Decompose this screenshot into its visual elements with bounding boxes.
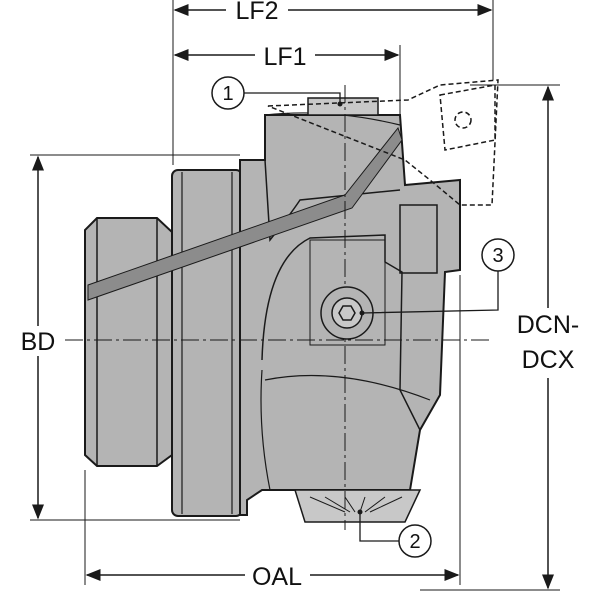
svg-text:3: 3 xyxy=(492,245,503,267)
dcx-label: DCX xyxy=(522,346,575,374)
hex-socket-icon xyxy=(338,305,356,321)
callout-2: 2 xyxy=(398,524,432,558)
lf2-label: LF2 xyxy=(235,0,278,25)
dcn-label: DCN- xyxy=(517,311,580,339)
bottom-insert xyxy=(293,489,422,523)
svg-text:1: 1 xyxy=(222,83,233,105)
shank xyxy=(84,217,173,467)
lf1-label: LF1 xyxy=(263,43,306,71)
bd-label: BD xyxy=(21,328,56,356)
callout-1: 1 xyxy=(211,76,245,110)
oal-label: OAL xyxy=(252,563,302,591)
svg-text:2: 2 xyxy=(409,531,420,553)
top-insert xyxy=(307,97,379,116)
cartridge-dashed-outline xyxy=(267,79,499,206)
callout-3: 3 xyxy=(481,238,515,272)
